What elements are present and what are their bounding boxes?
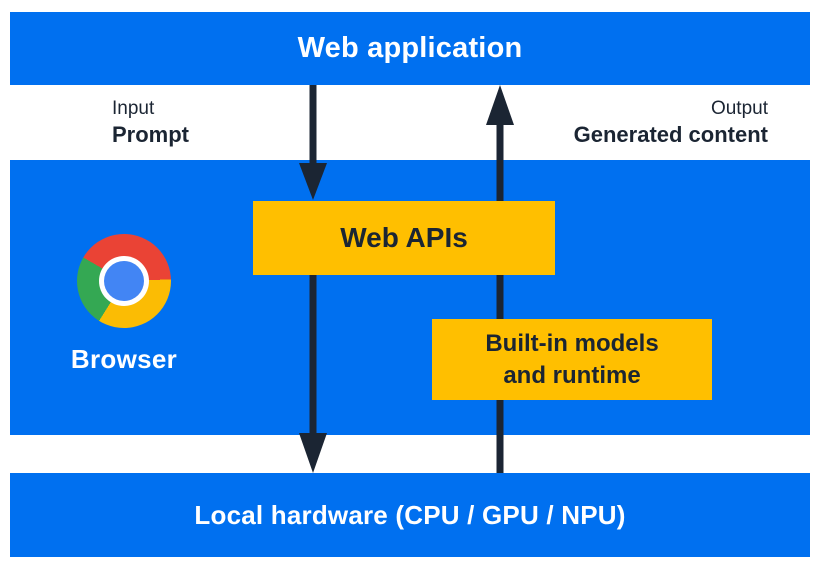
chrome-logo-icon bbox=[77, 234, 171, 328]
input-caption: Input bbox=[112, 98, 155, 119]
web-apis-box: Web APIs bbox=[253, 201, 555, 275]
web-application-bar: Web application bbox=[10, 12, 810, 85]
local-hardware-label: Local hardware (CPU / GPU / NPU) bbox=[194, 500, 626, 530]
input-annotation: Input Prompt bbox=[112, 97, 189, 149]
builtin-models-label: Built-in models and runtime bbox=[485, 328, 658, 391]
output-caption: Output bbox=[710, 98, 768, 119]
chrome-logo-center bbox=[104, 261, 144, 301]
browser-label: Browser bbox=[70, 344, 178, 374]
builtin-models-box: Built-in models and runtime bbox=[432, 319, 712, 400]
generated-content-label: Generated content bbox=[573, 122, 768, 148]
output-annotation: Output Generated content bbox=[574, 97, 768, 149]
local-hardware-bar: Local hardware (CPU / GPU / NPU) bbox=[10, 473, 810, 557]
prompt-label: Prompt bbox=[112, 122, 189, 148]
builtin-models-line1: Built-in models bbox=[485, 329, 659, 357]
builtin-models-line2: and runtime bbox=[503, 361, 641, 389]
web-application-label: Web application bbox=[297, 32, 523, 64]
web-apis-label: Web APIs bbox=[340, 222, 468, 253]
